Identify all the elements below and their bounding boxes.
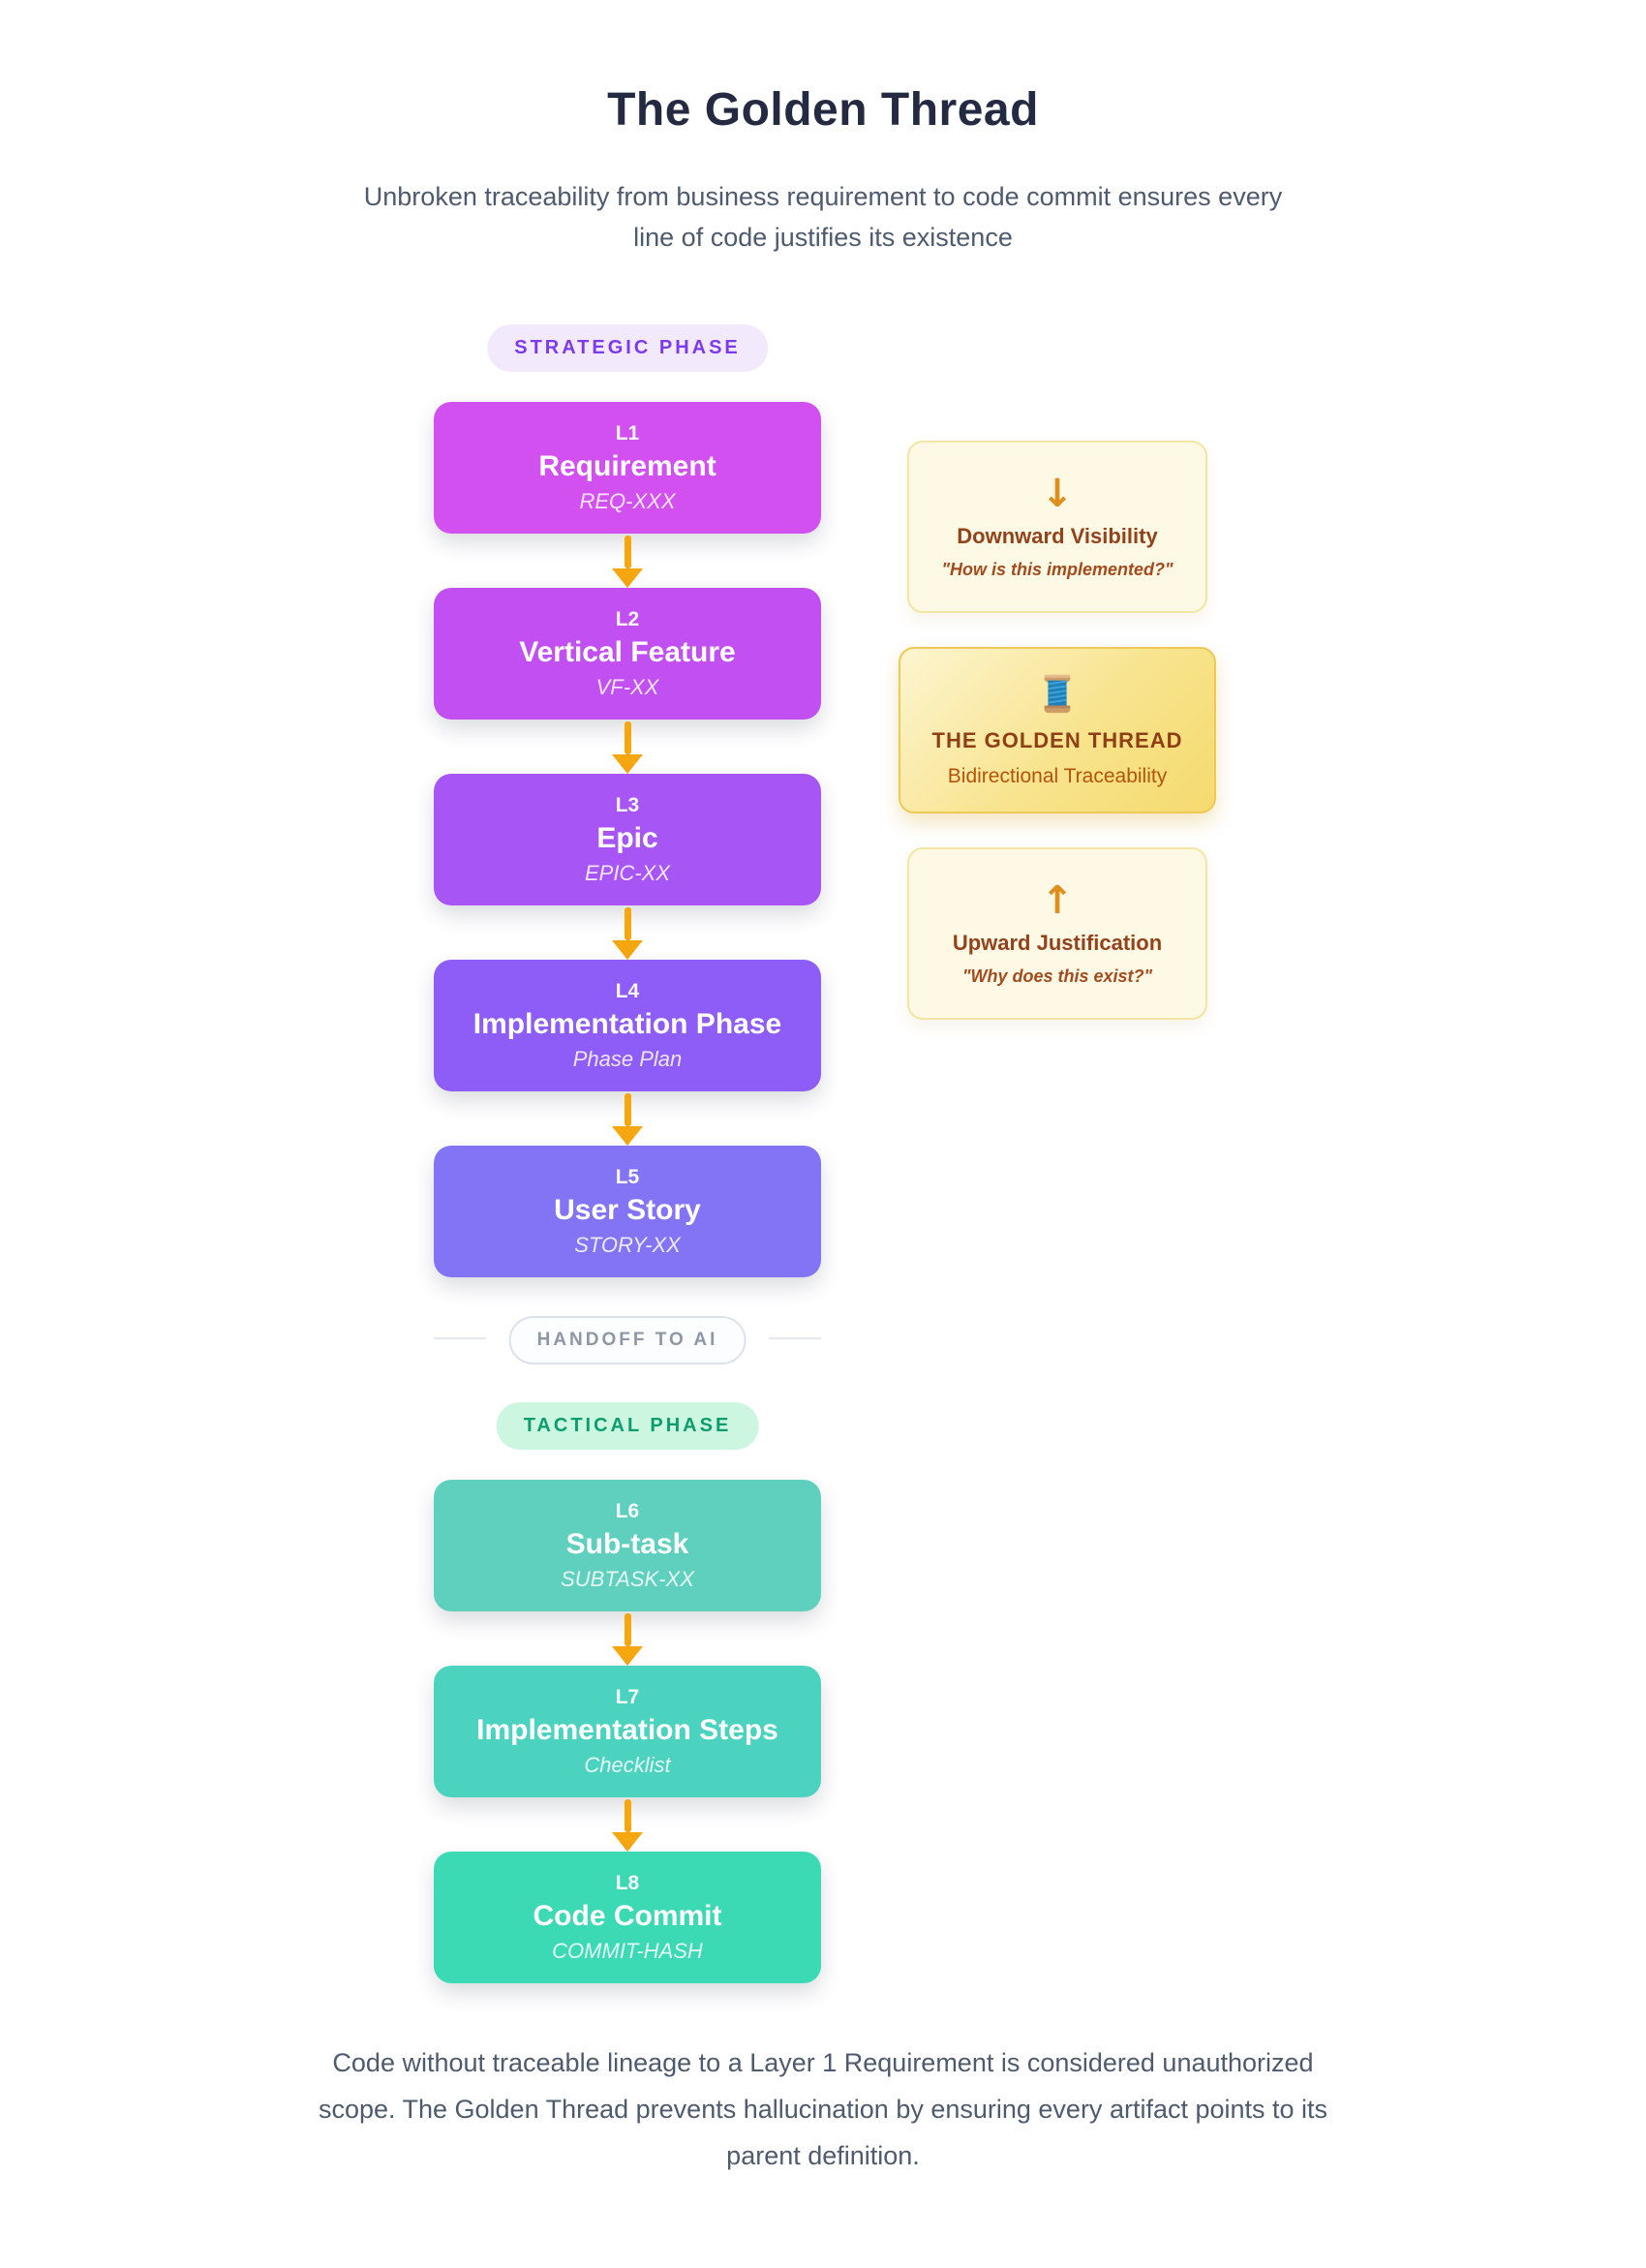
level-id: L3 xyxy=(615,793,640,816)
level-code: REQ-XXX xyxy=(579,488,676,513)
arrow-up-icon xyxy=(909,881,1205,920)
level-card-l3: L3 Epic EPIC-XX xyxy=(434,774,821,905)
strategic-phase-badge: STRATEGIC PHASE xyxy=(487,324,768,372)
note-subtitle: Bidirectional Traceability xyxy=(947,765,1168,787)
flow-arrow xyxy=(612,721,643,774)
level-id: L1 xyxy=(615,421,640,444)
level-code: STORY-XX xyxy=(574,1232,681,1257)
note-title: Upward Justification xyxy=(952,930,1163,955)
level-card-l1: L1 Requirement REQ-XXX xyxy=(434,402,821,534)
page-subtitle: Unbroken traceability from business requ… xyxy=(0,176,1646,258)
flow-arrow xyxy=(612,1093,643,1146)
note-title: THE GOLDEN THREAD xyxy=(931,728,1183,752)
level-card-l8: L8 Code Commit COMMIT-HASH xyxy=(434,1852,821,1983)
note-title: Downward Visibility xyxy=(957,523,1158,548)
level-code: SUBTASK-XX xyxy=(561,1566,694,1591)
subtitle-line: Unbroken traceability from business requ… xyxy=(363,182,1283,211)
level-id: L4 xyxy=(615,979,640,1002)
note-quote: "Why does this exist?" xyxy=(961,965,1153,986)
footer-line: scope. The Golden Thread prevents halluc… xyxy=(318,2095,1328,2124)
level-title: Epic xyxy=(596,821,658,854)
handoff-badge: HANDOFF TO AI xyxy=(508,1316,747,1364)
level-title: Vertical Feature xyxy=(519,635,736,668)
handoff-divider-line xyxy=(769,1337,821,1339)
tactical-phase-badge: TACTICAL PHASE xyxy=(496,1402,759,1450)
level-code: Checklist xyxy=(584,1752,671,1777)
note-downward-visibility: Downward Visibility "How is this impleme… xyxy=(907,441,1207,613)
level-card-l6: L6 Sub-task SUBTASK-XX xyxy=(434,1480,821,1611)
level-code: VF-XX xyxy=(595,674,659,699)
level-title: Implementation Steps xyxy=(476,1713,778,1746)
level-id: L7 xyxy=(615,1685,640,1708)
subtitle-line: line of code justifies its existence xyxy=(633,223,1013,252)
level-code: COMMIT-HASH xyxy=(552,1938,703,1963)
note-quote: "How is this implemented?" xyxy=(941,559,1174,579)
level-code: Phase Plan xyxy=(572,1046,683,1071)
arrow-down-icon xyxy=(909,475,1205,513)
handoff-divider-line xyxy=(434,1337,486,1339)
level-title: Requirement xyxy=(538,449,716,482)
note-golden-thread: THE GOLDEN THREAD Bidirectional Traceabi… xyxy=(899,647,1216,813)
thread-spool-icon xyxy=(1044,674,1071,714)
level-id: L8 xyxy=(615,1871,640,1894)
footer-note: Code without traceable lineage to a Laye… xyxy=(194,2039,1452,2179)
flow-arrow xyxy=(612,536,643,588)
level-title: Code Commit xyxy=(533,1899,722,1932)
level-title: User Story xyxy=(554,1193,701,1226)
footer-line: parent definition. xyxy=(726,2141,920,2170)
level-title: Implementation Phase xyxy=(472,1007,782,1040)
flow-arrow xyxy=(612,907,643,960)
flow-arrow xyxy=(612,1799,643,1852)
level-card-l5: L5 User Story STORY-XX xyxy=(434,1146,821,1277)
level-id: L6 xyxy=(615,1499,640,1522)
level-code: EPIC-XX xyxy=(584,860,671,885)
page-title: The Golden Thread xyxy=(607,84,1039,136)
note-upward-justification: Upward Justification "Why does this exis… xyxy=(907,847,1207,1020)
level-card-l4: L4 Implementation Phase Phase Plan xyxy=(434,960,821,1091)
footer-line: Code without traceable lineage to a Laye… xyxy=(332,2048,1314,2077)
level-card-l7: L7 Implementation Steps Checklist xyxy=(434,1666,821,1797)
level-card-l2: L2 Vertical Feature VF-XX xyxy=(434,588,821,720)
level-id: L5 xyxy=(615,1165,640,1188)
level-title: Sub-task xyxy=(565,1527,689,1560)
level-id: L2 xyxy=(615,607,640,630)
flow-arrow xyxy=(612,1613,643,1666)
